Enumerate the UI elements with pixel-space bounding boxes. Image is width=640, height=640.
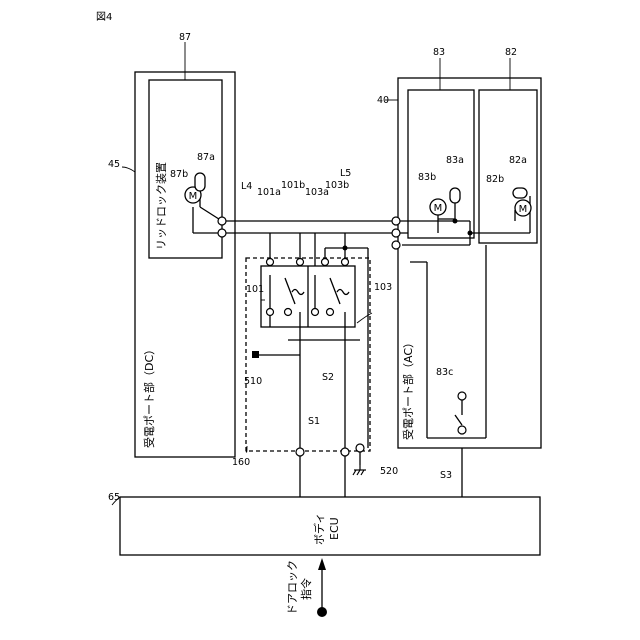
node	[356, 444, 364, 452]
body-ecu-label-1: ボディ	[312, 513, 326, 545]
ref-103b: 103b	[325, 180, 349, 191]
ref-s3: S3	[440, 470, 452, 481]
ref-87: 87	[179, 32, 191, 43]
node	[267, 309, 274, 316]
node	[342, 259, 349, 266]
ref-45: 45	[108, 159, 120, 170]
ref-83b: 83b	[418, 172, 436, 183]
lid-lock-device-label: リッドロック装置	[155, 162, 168, 250]
dc-port-label: 受電ポート部（DC）	[142, 344, 156, 448]
figure-label: 図4	[96, 11, 112, 23]
ref-101: 101	[246, 284, 264, 295]
ac-port-box	[398, 78, 541, 448]
ground-hatch	[353, 470, 356, 475]
door-lock-cmd-label-2: 指令	[299, 578, 313, 600]
ground-hatch	[357, 470, 360, 475]
node	[285, 309, 292, 316]
node	[458, 392, 466, 400]
node	[267, 259, 274, 266]
node	[218, 229, 226, 237]
node	[341, 448, 349, 456]
ref-40: 40	[377, 95, 389, 106]
ref-520: 520	[380, 466, 398, 477]
node	[296, 448, 304, 456]
lock-pin-87a	[195, 173, 205, 191]
ref-82b: 82b	[486, 174, 504, 185]
body-ecu-label-2: ECU	[328, 517, 341, 540]
ref-82a: 82a	[509, 155, 527, 166]
ref-83a: 83a	[446, 155, 464, 166]
ac-lock-82-box	[479, 90, 537, 243]
junction-dot	[468, 231, 473, 236]
junction-dot	[453, 219, 458, 224]
ref-s2: S2	[322, 372, 334, 383]
door-lock-input-dot	[317, 607, 327, 617]
arrow-head-icon	[318, 558, 326, 570]
ref-l4: L4	[241, 181, 252, 192]
motor-82-label: M	[519, 204, 528, 215]
ref-l5: L5	[340, 168, 351, 179]
node	[327, 309, 334, 316]
ref-160: 160	[232, 457, 250, 468]
ground-hatch	[361, 470, 364, 475]
terminal-510	[252, 351, 259, 358]
node	[312, 309, 319, 316]
motor-87-label: M	[189, 191, 198, 202]
node	[297, 259, 304, 266]
ref-101b: 101b	[281, 180, 305, 191]
ref-101a: 101a	[257, 187, 281, 198]
junction-dot	[343, 246, 348, 251]
coil-101b	[292, 290, 304, 295]
ref-82: 82	[505, 47, 517, 58]
node	[322, 259, 329, 266]
node	[392, 217, 400, 225]
door-lock-cmd-label-1: ドアロック	[286, 560, 299, 615]
motor-83-label: M	[434, 203, 443, 214]
ref-83: 83	[433, 47, 445, 58]
node	[218, 217, 226, 225]
ref-510: 510	[244, 376, 262, 387]
node	[458, 426, 466, 434]
node	[392, 229, 400, 237]
ac-port-label: 受電ポート部（AC）	[401, 337, 415, 440]
ref-87b: 87b	[170, 169, 188, 180]
ref-103: 103	[374, 282, 392, 293]
lock-pin-82a	[513, 188, 527, 198]
ac-lock-83-box	[408, 90, 474, 238]
node	[392, 241, 400, 249]
ref-83c: 83c	[436, 367, 453, 378]
coil-103b	[337, 290, 349, 295]
ref-65: 65	[108, 492, 120, 503]
lock-pin-83a	[450, 188, 460, 203]
leader-45	[122, 167, 135, 172]
ref-s1: S1	[308, 416, 320, 427]
switch-83c	[455, 415, 462, 425]
ref-87a: 87a	[197, 152, 215, 163]
